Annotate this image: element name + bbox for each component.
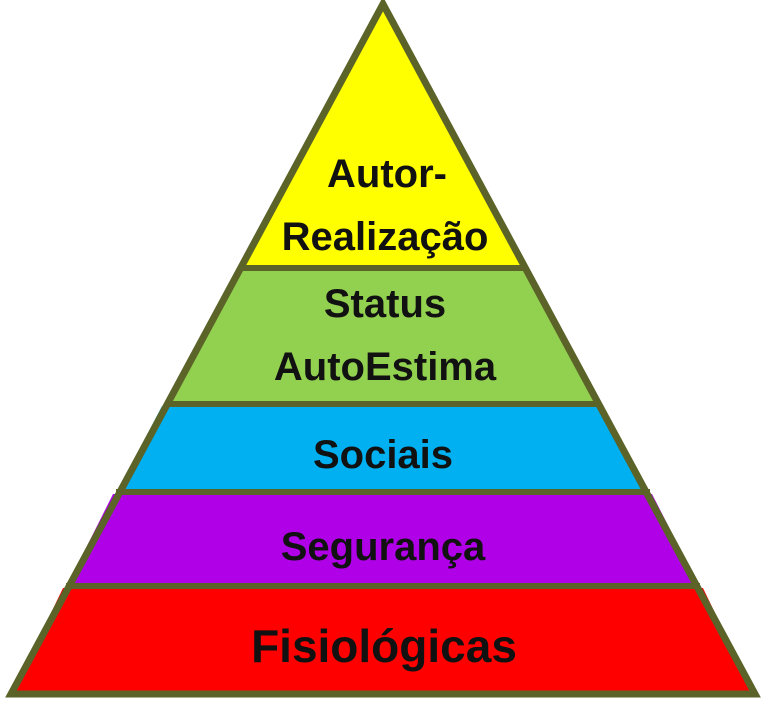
label-autorrealizacao-line1: Autor- bbox=[327, 152, 447, 196]
tier-autorrealizacao bbox=[243, 5, 523, 266]
pyramid-outline bbox=[5, 0, 761, 698]
tier-labels: Autor- Realização Status AutoEstima Soci… bbox=[251, 152, 517, 672]
label-fisiologicas: Fisiológicas bbox=[251, 620, 517, 672]
pyramid-tiers bbox=[13, 5, 753, 692]
label-autorrealizacao-line2: Realização bbox=[282, 215, 489, 259]
label-seguranca: Segurança bbox=[281, 525, 486, 569]
tier-sociais bbox=[118, 406, 647, 490]
tier-status bbox=[167, 270, 599, 402]
label-sociais: Sociais bbox=[313, 433, 453, 477]
tier-fisiologicas bbox=[13, 588, 753, 692]
tier-seguranca bbox=[68, 494, 698, 584]
label-status-line2: AutoEstima bbox=[274, 345, 497, 389]
label-status-line1: Status bbox=[324, 282, 446, 326]
tier-separators bbox=[66, 265, 700, 589]
